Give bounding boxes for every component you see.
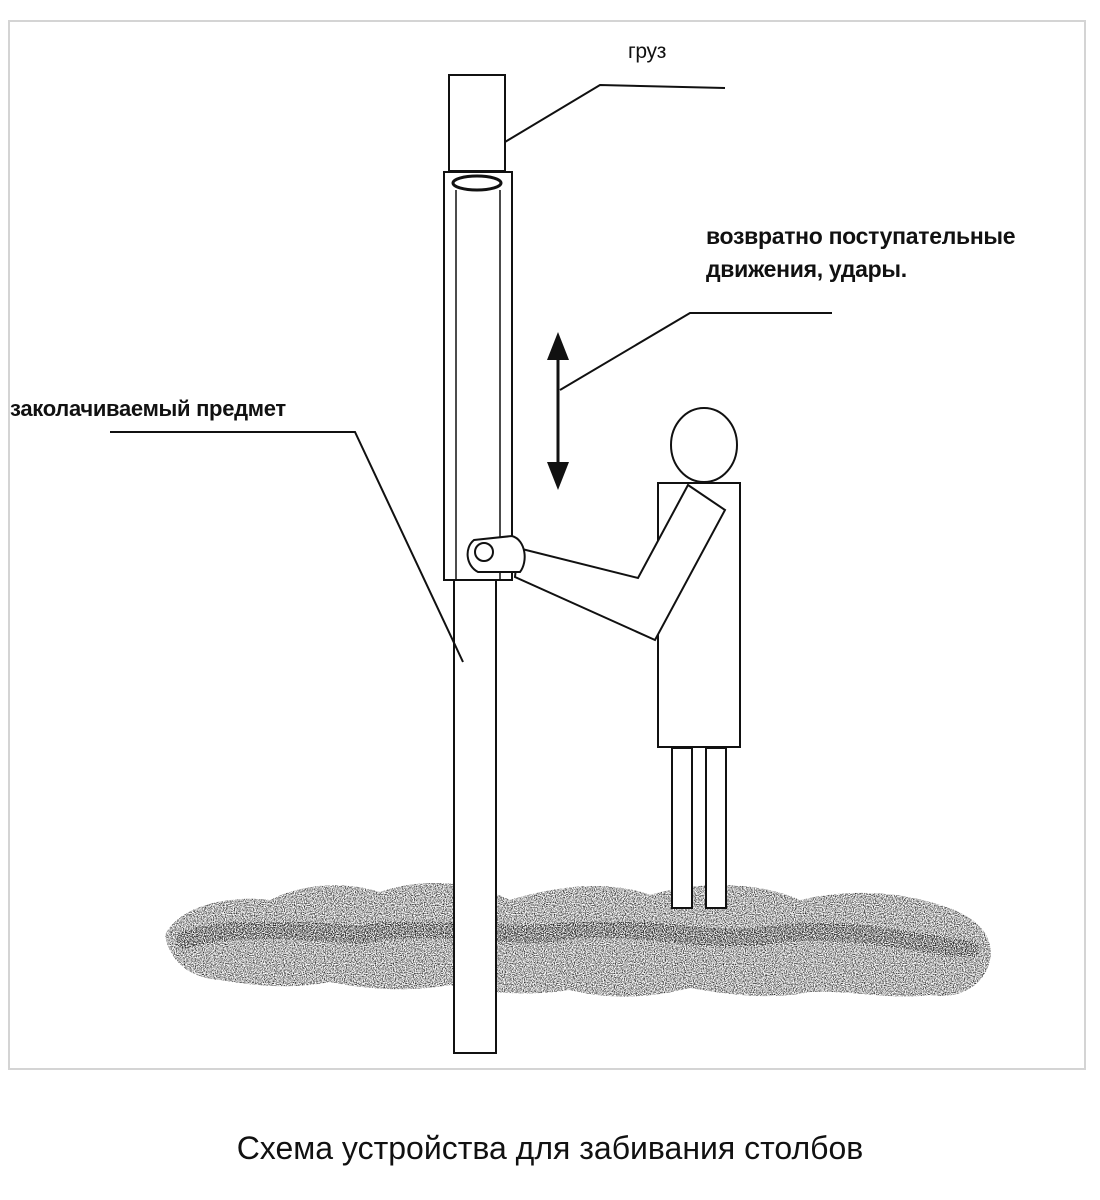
label-motion-line1: возвратно поступательные [706,223,1016,249]
person-right-leg [705,747,727,909]
leader-line-weight [504,83,726,143]
leader-line-motion [559,312,832,391]
double-arrow-icon [547,332,569,490]
person-left-leg [671,747,693,909]
label-reciprocating-motion: возвратно поступательные движения, удары… [706,220,1016,286]
person-head [670,407,738,483]
person-arm [513,483,727,642]
label-motion-line2: движения, удары. [706,256,907,282]
label-driven-object: заколачиваемый предмет [10,396,286,421]
person-figure [466,407,741,909]
leader-line-driven-object [110,431,464,663]
weight-block [448,74,506,172]
ground-soil [165,882,991,997]
figure-caption: Схема устройства для забивания столбов [236,1130,864,1166]
pile-driver-diagram [110,74,991,1054]
guide-sleeve [443,171,513,581]
label-weight: груз [628,40,667,63]
sleeve-cap [451,174,503,192]
